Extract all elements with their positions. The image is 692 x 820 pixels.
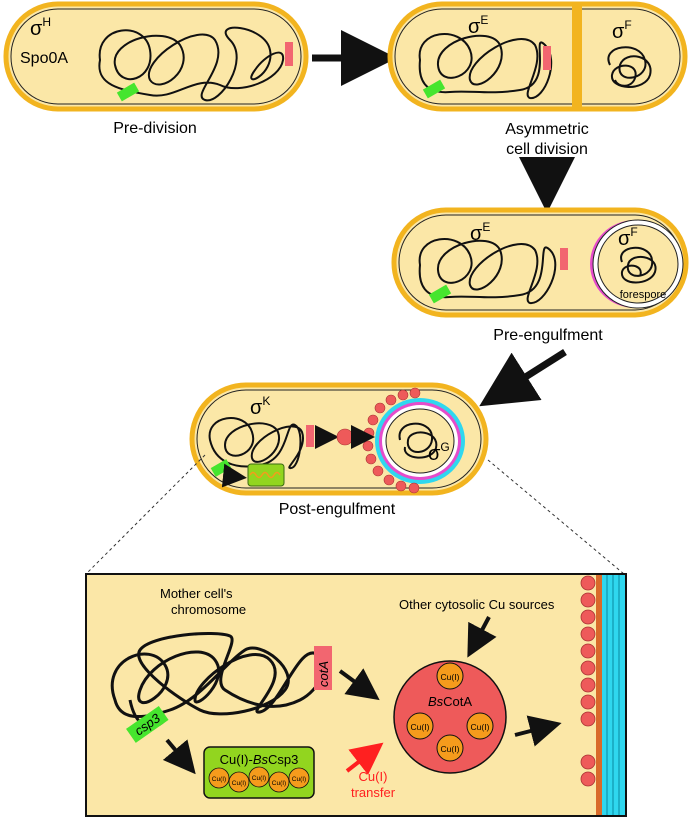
bscota-protein: [393, 660, 507, 774]
arrow-gene-to-cota: [338, 668, 380, 701]
chromosome-mother-asymmetric: [418, 33, 553, 99]
cu-bscsp3-label: Cu(I)-BsCsp3: [220, 752, 299, 767]
cota-gene-marker: [285, 42, 293, 66]
stage-post-engulfment: σK σG Post-engulfment: [189, 382, 489, 518]
csp3-gene-marker-asym: [422, 79, 446, 99]
cota-gene-marker-asym: [543, 46, 551, 70]
csp3-gene-marker-pre: [428, 284, 452, 304]
chromosome-mother-pre-engulf: [418, 238, 557, 304]
stage-label-pre-division: Pre-division: [113, 120, 197, 137]
cu-transfer-label-1: Cu(I): [359, 769, 388, 784]
arrow-sources-to-cota: [467, 616, 497, 658]
arrow-gene-to-csp3: [162, 738, 196, 775]
division-septum: [572, 6, 582, 107]
stage-label-post-engulfment: Post-engulfment: [279, 501, 396, 518]
zoom-line-right: [487, 459, 625, 575]
csp3-protein-post: [247, 463, 285, 487]
csp3-gene-detail: [126, 705, 169, 743]
arrow-to-post-engulfment: [479, 349, 567, 407]
cu-transfer-label-2: transfer: [351, 785, 396, 800]
sigma-e-label-asym: σE: [468, 13, 488, 38]
stage-label-asymmetric-2: cell division: [506, 141, 588, 158]
bscota-label: BsCotA: [428, 694, 472, 709]
csp3-gene-marker: [116, 82, 140, 102]
chromosome-forespore-pre: [620, 246, 657, 284]
cell-pre-division: [3, 1, 309, 112]
forespore-label: forespore: [620, 289, 666, 301]
arrow-cota-to-coat: [514, 715, 562, 747]
chromosome-label-2: chromosome: [171, 602, 246, 617]
sigma-g-label: σG: [428, 440, 450, 465]
cu-sources-label: Other cytosolic Cu sources: [399, 597, 555, 612]
svg-text:Cu(I): Cu(I): [232, 780, 246, 787]
cota-cu-centers: Cu(I) Cu(I) Cu(I) Cu(I): [406, 662, 494, 762]
svg-text:Cu(I): Cu(I): [212, 776, 226, 783]
stage-label-pre-engulfment: Pre-engulfment: [493, 327, 603, 344]
svg-text:Cu(I): Cu(I): [441, 672, 460, 682]
cota-protein-post: [336, 428, 354, 446]
sigma-k-label: σK: [250, 394, 270, 419]
chromosome-forespore-post: [398, 422, 438, 459]
svg-text:Cu(I): Cu(I): [411, 722, 430, 732]
chromosome-label-1: Mother cell's: [160, 586, 233, 601]
sigma-label: σH: [30, 15, 51, 40]
chromosome-forespore-asymmetric: [607, 46, 652, 88]
sigma-f-label-pre: σF: [618, 225, 638, 250]
svg-text:Cu(I): Cu(I): [292, 776, 306, 783]
spo0a-label: Spo0A: [20, 50, 68, 67]
svg-text:Cu(I): Cu(I): [272, 780, 286, 787]
svg-text:Cu(I): Cu(I): [441, 744, 460, 754]
csp3-cu-sites: Cu(I) Cu(I) Cu(I) Cu(I) Cu(I): [208, 766, 310, 793]
svg-text:Cu(I): Cu(I): [471, 722, 490, 732]
cota-gene-detail: [314, 646, 332, 690]
svg-text:Cu(I): Cu(I): [252, 775, 266, 782]
stage-pre-division: σH Spo0A Pre-division: [3, 1, 309, 137]
coat-cota-dots: [580, 575, 596, 787]
chromosome-detail: [110, 632, 325, 719]
engulfed-forespore: [385, 408, 455, 474]
cota-gene-marker-post: [306, 425, 314, 447]
stage-label-asymmetric-1: Asymmetric: [505, 121, 589, 138]
zoom-line-left: [85, 454, 206, 575]
sigma-f-label-asym: σF: [612, 18, 632, 43]
detail-panel: Mother cell's chromosome Other cytosolic…: [85, 573, 627, 817]
sigma-e-label-pre: σE: [470, 220, 490, 245]
stage-pre-engulfment: σE σF forespore Pre-engulfment: [391, 207, 689, 344]
cota-gene-label: cotA: [316, 661, 331, 687]
arrow-cu-transfer: [345, 742, 384, 775]
chromosome-mother-post: [208, 417, 304, 469]
stage-asymmetric: σE σF Asymmetric cell division: [387, 1, 688, 158]
cota-gene-marker-pre: [560, 248, 568, 270]
chromosome-pre-division: [98, 26, 285, 102]
